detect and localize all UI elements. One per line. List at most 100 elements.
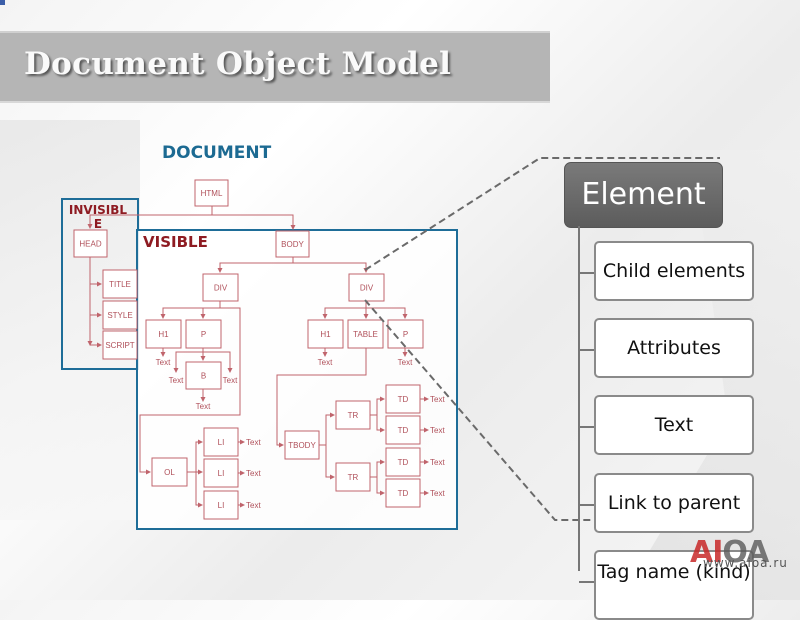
tree-node-label: TR xyxy=(348,473,359,482)
invisible-label: INVISIBLE xyxy=(68,203,128,231)
text-leaf: Text xyxy=(430,458,445,467)
connector-tick xyxy=(579,504,594,506)
tree-edge xyxy=(87,214,212,229)
text-leaf: Text xyxy=(246,438,261,447)
tree-node-label: H1 xyxy=(158,330,169,339)
tree-edge xyxy=(276,348,367,448)
slide-title: Document Object Model xyxy=(24,46,452,82)
connector-tick xyxy=(579,426,594,428)
tree-edge xyxy=(217,257,294,273)
text-leaf: Text xyxy=(430,426,445,435)
tree-node-tr2 xyxy=(335,462,371,492)
tree-node-label: H1 xyxy=(320,330,331,339)
tree-node-label: P xyxy=(403,330,408,339)
element-header: Element xyxy=(564,162,723,228)
property-child-elements: Child elements xyxy=(594,241,754,301)
text-leaf: Text xyxy=(246,501,261,510)
title-bar: Document Object Model xyxy=(0,31,550,103)
tree-node-label: LI xyxy=(218,438,225,447)
callout-line-bottom xyxy=(364,299,660,521)
tree-edge xyxy=(203,351,233,373)
tree-node-h1b xyxy=(307,319,344,349)
tree-node-label: HTML xyxy=(201,189,223,198)
tree-node-label: TABLE xyxy=(353,330,378,339)
tree-node-table xyxy=(347,319,384,349)
tree-node-label: LI xyxy=(218,501,225,510)
tree-node-li1 xyxy=(203,427,239,457)
tree-node-head xyxy=(73,229,108,258)
text-leaf: Text xyxy=(156,358,171,367)
tree-node-label: DIV xyxy=(360,284,374,293)
tree-edge xyxy=(173,351,203,373)
tree-node-li3 xyxy=(203,490,239,520)
tree-node-li2 xyxy=(203,458,239,488)
text-leaf: Text xyxy=(430,395,445,404)
tree-node-title xyxy=(102,269,138,299)
tree-edge xyxy=(322,301,367,319)
text-leaf: Text xyxy=(318,358,333,367)
text-leaf: Text xyxy=(196,402,211,411)
tree-edge xyxy=(319,412,335,446)
tree-node-div1 xyxy=(202,273,239,302)
connector-tick xyxy=(579,349,594,351)
tree-edge xyxy=(211,206,296,230)
tree-node-script xyxy=(102,330,138,360)
document-label: DOCUMENT xyxy=(162,143,272,163)
text-leaf: Text xyxy=(223,376,238,385)
tree-node-label: TD xyxy=(398,489,409,498)
watermark-url: www.aioa.ru xyxy=(703,556,788,570)
tree-node-ol xyxy=(151,457,188,487)
tree-node-style xyxy=(102,300,138,330)
corner-marker xyxy=(0,0,5,5)
tree-node-td1 xyxy=(385,384,421,414)
tree-node-label: B xyxy=(201,372,206,381)
tree-edge xyxy=(376,415,385,433)
property-text: Text xyxy=(594,395,754,455)
tree-edge xyxy=(366,307,408,319)
tree-edge xyxy=(370,459,385,478)
connector-tick xyxy=(579,581,594,583)
tree-node-td2 xyxy=(385,415,421,445)
dom-tree-diagram: HTML HEAD TITLE STYLE SCRIPT BODY DIV H1 P B OL LI L… xyxy=(73,157,720,521)
tree-node-label: LI xyxy=(218,469,225,478)
tree-node-body xyxy=(275,230,310,258)
tree-node-label: TD xyxy=(398,395,409,404)
tree-edge xyxy=(160,301,221,319)
tree-node-label: HEAD xyxy=(79,240,101,249)
tree-node-label: SCRIPT xyxy=(105,341,134,350)
tree-node-tbody xyxy=(284,430,320,460)
visible-label: VISIBLE xyxy=(143,233,208,251)
tree-node-label: OL xyxy=(164,468,175,477)
tree-edge xyxy=(293,262,369,273)
tree-node-h1a xyxy=(145,319,182,349)
tree-node-p1 xyxy=(185,319,222,349)
tree-edge xyxy=(325,445,335,480)
tree-node-label: STYLE xyxy=(107,311,132,320)
text-leaf: Text xyxy=(246,469,261,478)
property-link-to-parent: Link to parent xyxy=(594,473,754,533)
tree-node-html xyxy=(194,179,229,207)
tree-node-label: DIV xyxy=(214,284,228,293)
tree-edge xyxy=(376,477,385,496)
tree-edge xyxy=(187,439,203,473)
property-attributes: Attributes xyxy=(594,318,754,378)
tree-node-label: TD xyxy=(398,458,409,467)
connector-tick xyxy=(579,272,594,274)
tree-node-label: P xyxy=(201,330,206,339)
tree-edge xyxy=(370,396,385,416)
tree-node-label: BODY xyxy=(281,240,304,249)
tree-node-td3 xyxy=(385,447,421,477)
tree-node-label: TD xyxy=(398,426,409,435)
text-leaf: Text xyxy=(430,489,445,498)
callout-line-top xyxy=(364,157,720,271)
tree-node-label: TR xyxy=(348,411,359,420)
text-leaf: Text xyxy=(398,358,413,367)
tree-node-b xyxy=(185,361,222,390)
tree-node-label: TBODY xyxy=(288,441,316,450)
text-leaf: Text xyxy=(169,376,184,385)
tree-edge xyxy=(139,307,241,475)
tree-node-label: TITLE xyxy=(109,280,131,289)
tree-node-td4 xyxy=(385,478,421,508)
tree-node-tr1 xyxy=(335,400,371,430)
element-connector-line xyxy=(578,226,580,571)
